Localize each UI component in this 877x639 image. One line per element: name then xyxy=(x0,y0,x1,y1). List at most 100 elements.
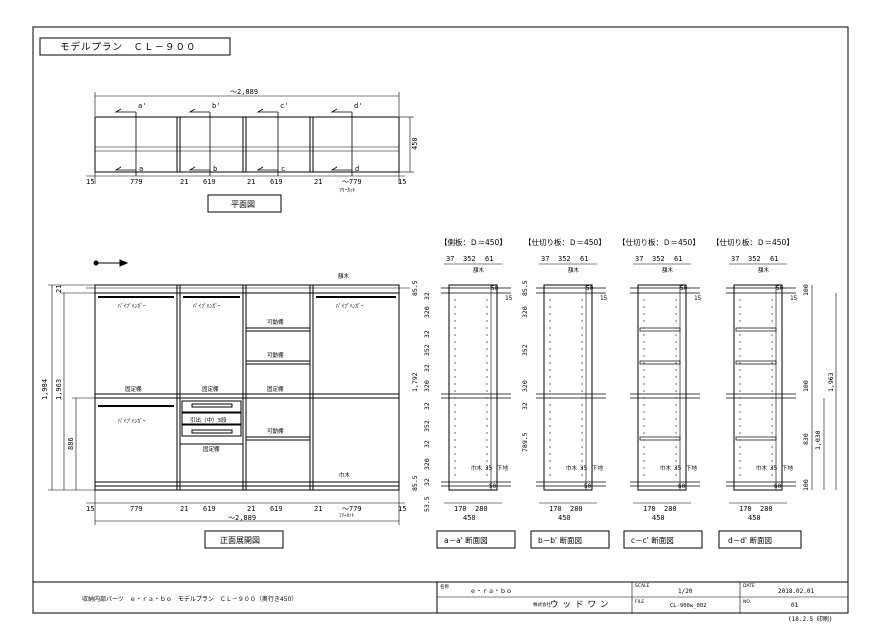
front-width-dims: 15 779 21 619 21 619 21 ～779 15 xyxy=(86,505,406,513)
shelf-hole xyxy=(581,474,583,476)
revision-note: (18.2.5 印刷) xyxy=(788,615,833,623)
dim-15: 15 xyxy=(694,295,702,302)
dim: 619 xyxy=(270,505,283,513)
dim: 779 xyxy=(130,505,143,513)
shelf-hole xyxy=(486,341,488,343)
marker-d: d xyxy=(355,165,359,173)
shelf-hole xyxy=(643,432,645,434)
shelf-hole xyxy=(771,425,773,427)
shelf-hole xyxy=(771,460,773,462)
shelf-hole xyxy=(739,299,741,301)
marker-d-prime: d' xyxy=(354,102,362,110)
shelf-hole xyxy=(549,404,551,406)
marker-a: a xyxy=(139,165,143,173)
title-block xyxy=(33,581,848,613)
shelf-hole xyxy=(454,404,456,406)
label-fixed-shelf: 固定棚 xyxy=(203,445,220,453)
shelf-hole xyxy=(643,299,645,301)
shelf-hole xyxy=(643,348,645,350)
shelf-hole xyxy=(486,404,488,406)
title-block-company-tag: 株式会社 xyxy=(533,601,551,608)
dim: ～779 xyxy=(342,505,362,513)
dim: 320 xyxy=(423,306,431,318)
shelf-hole xyxy=(771,446,773,448)
date-label: DATE xyxy=(743,583,755,589)
title-block-brand-tag: 名称 xyxy=(440,583,449,590)
depth-dim: 450 xyxy=(463,514,476,522)
dim-bottom: 50 xyxy=(584,483,592,490)
shelf-hole xyxy=(486,355,488,357)
movable-shelf xyxy=(735,436,777,441)
dim: 32 xyxy=(423,478,431,486)
shelf-hole xyxy=(643,320,645,322)
dim-15: 15 xyxy=(600,295,608,302)
shelf-hole xyxy=(771,348,773,350)
marker-a-prime: a' xyxy=(138,102,146,110)
shelf-hole xyxy=(581,432,583,434)
dim: 352 xyxy=(423,344,431,356)
shelf-hole xyxy=(771,313,773,315)
shelf-hole xyxy=(643,418,645,420)
shelf-hole xyxy=(549,348,551,350)
shelf-hole xyxy=(739,453,741,455)
bottom-dim: 170 xyxy=(454,505,467,513)
section-headers: 【側板：Ｄ＝450】 【仕切り板：Ｄ＝450】 【仕切り板：Ｄ＝450】 【仕切… xyxy=(440,237,794,247)
shelf-hole xyxy=(771,418,773,420)
file-label: FILE xyxy=(635,599,644,605)
shelf-hole xyxy=(549,362,551,364)
shelf-hole xyxy=(643,411,645,413)
section-caption-b: b－b' 断面図 xyxy=(538,535,582,545)
dim-50: 50 xyxy=(680,285,688,292)
dim: 85.5 xyxy=(411,280,419,296)
dim-bottom: 60 xyxy=(678,483,686,490)
dim-bottom: 60 xyxy=(774,483,782,490)
north-arrow xyxy=(93,259,129,267)
shelf-hole xyxy=(739,306,741,308)
shelf-hole xyxy=(771,474,773,476)
bottom-dim: 170 xyxy=(643,505,656,513)
shelf-hole xyxy=(643,446,645,448)
dim: 53.5 xyxy=(423,496,431,512)
shelf-hole xyxy=(486,376,488,378)
shelf-hole xyxy=(675,355,677,357)
label-bottom: 下地 xyxy=(686,464,698,472)
shelf-hole xyxy=(549,390,551,392)
dim-total-height: 1,984 xyxy=(41,379,49,400)
dim: 320 xyxy=(521,306,529,318)
section-vertical-dims-b: 85.5 320 352 320 32 789.5 xyxy=(521,280,529,452)
shelf-hole xyxy=(771,369,773,371)
dim: 1,030 xyxy=(814,430,822,450)
shelf-hole xyxy=(486,299,488,301)
shelf-hole xyxy=(486,327,488,329)
label-top-board: 額木 xyxy=(338,272,350,280)
shelf-hole xyxy=(739,432,741,434)
shelf-hole xyxy=(486,362,488,364)
shelf-hole xyxy=(486,425,488,427)
top-dim: 37 xyxy=(635,255,643,263)
shelf-hole xyxy=(581,306,583,308)
shelf-hole xyxy=(739,446,741,448)
shelf-hole xyxy=(549,355,551,357)
shelf-hole xyxy=(675,418,677,420)
label-bottom: 下地 xyxy=(782,464,794,472)
shelf-hole xyxy=(549,313,551,315)
shelf-hole xyxy=(549,446,551,448)
plan-overall-width: ～2,889 xyxy=(230,88,258,96)
top-dim: 352 xyxy=(652,255,665,263)
shelf-hole xyxy=(581,355,583,357)
depth-dim: 450 xyxy=(558,514,571,522)
shelf-hole xyxy=(454,474,456,476)
shelf-hole xyxy=(771,432,773,434)
shelf-hole xyxy=(739,341,741,343)
shelf-hole xyxy=(771,390,773,392)
shelf-hole xyxy=(581,299,583,301)
shelf-hole xyxy=(581,460,583,462)
dim-35: 35 xyxy=(674,465,682,472)
plan-depth: 450 xyxy=(411,137,419,150)
section-captions: a－a' 断面図 b－b' 断面図 c－c' 断面図 d－d' 断面図 xyxy=(436,530,802,549)
plan-width-dims: 15 779 21 619 21 619 21 ～779 15 xyxy=(86,178,406,186)
section-right-dim-lines xyxy=(811,285,837,490)
shelf-hole xyxy=(549,439,551,441)
plan-view xyxy=(86,92,414,184)
shelf-hole xyxy=(454,460,456,462)
